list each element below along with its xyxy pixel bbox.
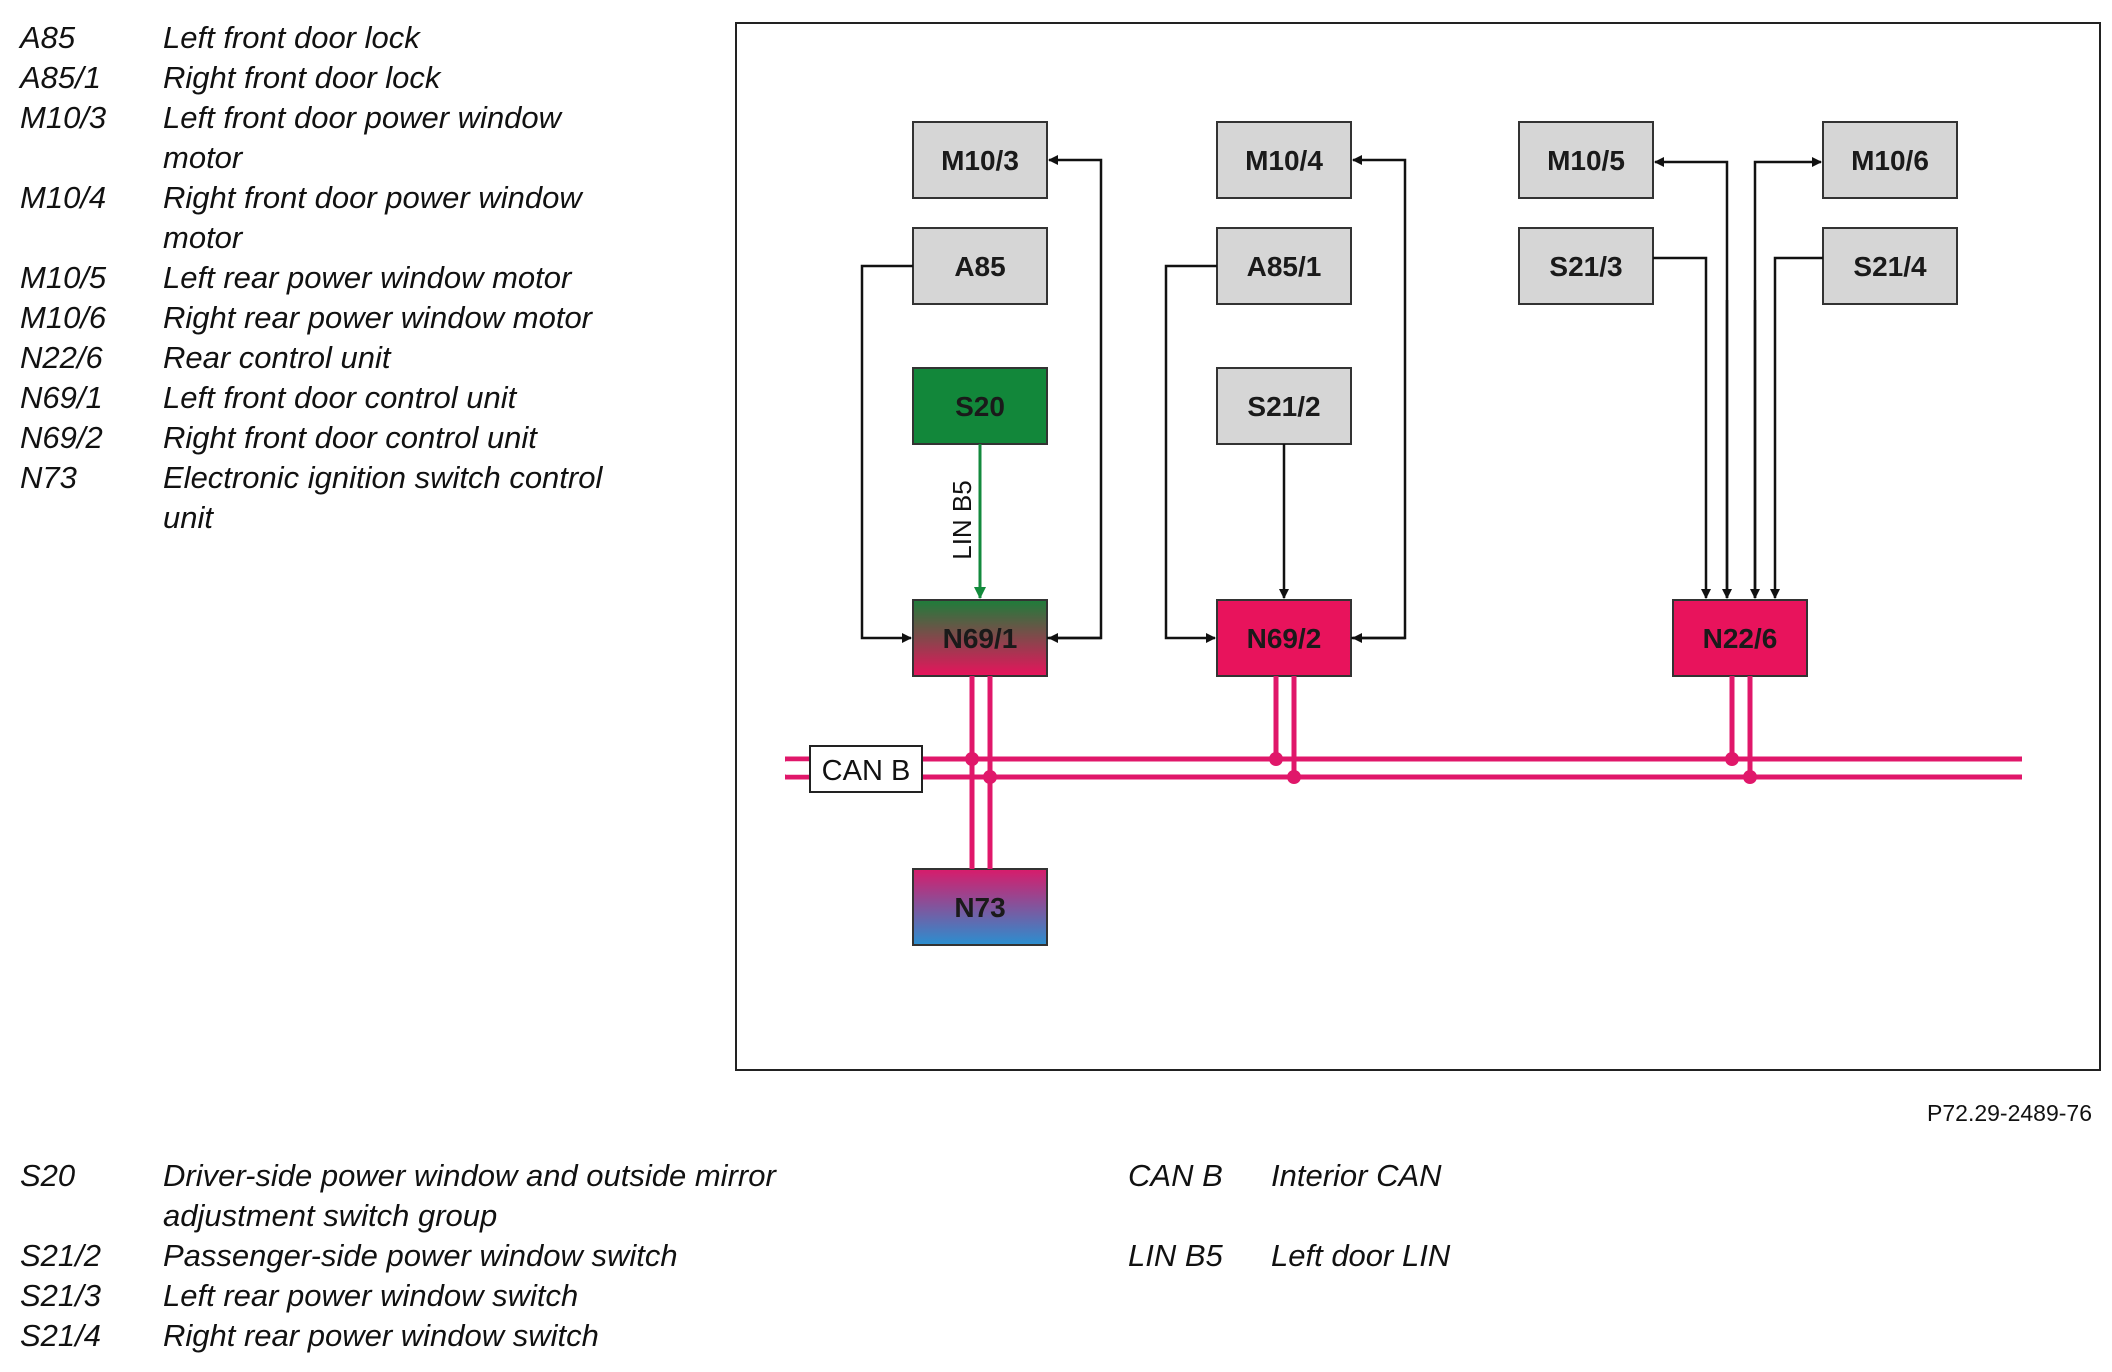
box-label-m10-4: M10/4 (1245, 145, 1323, 176)
legend-row-a85: A85 Left front door lock (20, 18, 660, 58)
box-s20: S20 (912, 367, 1048, 445)
figure-reference: P72.29-2489-76 (1927, 1100, 2092, 1126)
box-s21-4: S21/4 (1822, 227, 1958, 305)
box-label-s21-4: S21/4 (1853, 251, 1927, 282)
legend-code: N69/1 (20, 380, 103, 415)
legend-desc: Right front door power window motor (163, 180, 582, 255)
legend-desc: Left rear power window motor (163, 260, 572, 295)
legend-desc: Left front door control unit (163, 380, 517, 415)
legend-row-a85-1: A85/1 Right front door lock (20, 58, 660, 98)
box-m10-6: M10/6 (1822, 121, 1958, 199)
legend-code: M10/5 (20, 260, 107, 295)
legend-bottom-right: CAN B Interior CAN LIN B5 Left door LIN (1128, 1156, 1688, 1316)
box-n69-1: N69/1 (912, 599, 1048, 677)
legend-code: N73 (20, 460, 77, 495)
box-label-a85-1: A85/1 (1247, 251, 1322, 282)
legend-row-s20: S20 Driver-side power window and outside … (20, 1156, 820, 1236)
legend-desc: Interior CAN (1271, 1158, 1442, 1193)
legend-code: A85 (20, 20, 76, 55)
legend-row-n73: N73 Electronic ignition switch control un… (20, 458, 660, 538)
box-label-m10-6: M10/6 (1851, 145, 1929, 176)
legend-row-s21-2: S21/2 Passenger-side power window switch (20, 1236, 820, 1276)
legend-row-s21-3: S21/3 Left rear power window switch (20, 1276, 820, 1316)
legend-row-s21-4: S21/4 Right rear power window switch (20, 1316, 820, 1356)
legend-row-n22-6: N22/6 Rear control unit (20, 338, 660, 378)
box-label-s21-3: S21/3 (1549, 251, 1622, 282)
box-label-a85: A85 (954, 251, 1005, 282)
wire-a85-to-n69-1 (860, 264, 913, 643)
legend-desc: Right rear power window motor (163, 300, 593, 335)
box-label-n69-2: N69/2 (1247, 623, 1322, 654)
legend-row-can-b: CAN B Interior CAN (1128, 1156, 1688, 1196)
legend-code: N22/6 (20, 340, 103, 375)
legend-desc: Right front door lock (163, 60, 441, 95)
legend-code: M10/4 (20, 180, 107, 215)
legend-desc: Left front door lock (163, 20, 420, 55)
legend-code: LIN B5 (1128, 1238, 1223, 1273)
box-n73: N73 (912, 868, 1048, 946)
lin-b5-label: LIN B5 (947, 480, 977, 560)
can-b-bus (785, 676, 2022, 869)
legend-desc: Electronic ignition switch control unit (163, 460, 603, 535)
legend-code: A85/1 (20, 60, 102, 95)
box-n69-2: N69/2 (1216, 599, 1352, 677)
box-label-s20: S20 (955, 391, 1005, 422)
legend-code: M10/3 (20, 100, 107, 135)
box-label-s21-2: S21/2 (1247, 391, 1320, 422)
box-a85: A85 (912, 227, 1048, 305)
legend-row-lin-b5: LIN B5 Left door LIN (1128, 1236, 1688, 1276)
legend-row-m10-6: M10/6 Right rear power window motor (20, 298, 660, 338)
legend-row-m10-4: M10/4 Right front door power window motor (20, 178, 660, 258)
legend-desc: Left front door power window motor (163, 100, 562, 175)
wire-s21-3-to-n22-6 (1653, 256, 1711, 599)
wire-s21-4-to-n22-6 (1770, 256, 1823, 599)
legend-code: N69/2 (20, 420, 103, 455)
legend-code: S21/2 (20, 1238, 102, 1273)
box-label-m10-3: M10/3 (941, 145, 1019, 176)
legend-desc: Right front door control unit (163, 420, 537, 455)
can-b-label-box: CAN B (809, 745, 923, 793)
legend-code: CAN B (1128, 1158, 1223, 1193)
legend-code: S20 (20, 1158, 76, 1193)
legend-row-n69-1: N69/1 Left front door control unit (20, 378, 660, 418)
box-m10-4: M10/4 (1216, 121, 1352, 199)
box-label-n73: N73 (954, 892, 1005, 923)
legend-row-m10-3: M10/3 Left front door power window motor (20, 98, 660, 178)
box-label-n22-6: N22/6 (1703, 623, 1778, 654)
legend-bottom-left: S20 Driver-side power window and outside … (20, 1156, 820, 1356)
legend-code: S21/3 (20, 1278, 102, 1313)
legend-code: M10/6 (20, 300, 107, 335)
box-m10-3: M10/3 (912, 121, 1048, 199)
box-m10-5: M10/5 (1518, 121, 1654, 199)
box-label-n69-1: N69/1 (943, 623, 1018, 654)
legend-desc: Right rear power window switch (163, 1318, 599, 1353)
box-label-m10-5: M10/5 (1547, 145, 1625, 176)
wire-a85-1-to-n69-2 (1164, 264, 1217, 643)
box-a85-1: A85/1 (1216, 227, 1352, 305)
legend-desc: Driver-side power window and outside mir… (163, 1158, 776, 1233)
box-n22-6: N22/6 (1672, 599, 1808, 677)
legend-desc: Passenger-side power window switch (163, 1238, 678, 1273)
legend-code: S21/4 (20, 1318, 102, 1353)
legend-row-n69-2: N69/2 Right front door control unit (20, 418, 660, 458)
legend-row-m10-5: M10/5 Left rear power window motor (20, 258, 660, 298)
box-s21-2: S21/2 (1216, 367, 1352, 445)
legend-desc: Left rear power window switch (163, 1278, 579, 1313)
legend-desc: Rear control unit (163, 340, 391, 375)
can-b-label: CAN B (822, 755, 911, 787)
box-s21-3: S21/3 (1518, 227, 1654, 305)
legend-desc: Left door LIN (1271, 1238, 1451, 1273)
